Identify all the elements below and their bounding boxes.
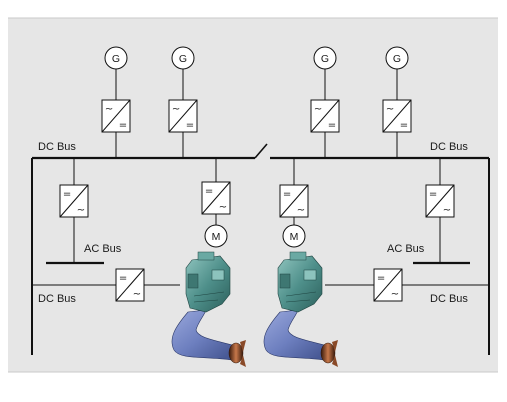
inverter-thruster-right (373, 268, 403, 302)
dc-bus-top-right-label: DC Bus (430, 141, 468, 153)
dc-bus-top-left-label: DC Bus (38, 141, 76, 153)
rectifier-4 (382, 99, 412, 133)
generator-3-label: G (321, 53, 329, 65)
motor-2-label: M (290, 231, 299, 243)
ac-bus-left-label: AC Bus (84, 243, 122, 255)
inverter-motor-1 (201, 181, 231, 215)
ac-bus-right-label: AC Bus (387, 243, 425, 255)
motor-2: M (282, 224, 306, 248)
motor-1-label: M (212, 231, 221, 243)
motor-feeder-wires (215, 158, 295, 225)
generator-feeders (115, 69, 398, 158)
dc-bus-bottom-left-label: DC Bus (38, 293, 76, 305)
inverter-thruster-left (115, 268, 145, 302)
generator-4: G (385, 46, 409, 70)
diagram-panel (8, 18, 498, 372)
bus-tie-switch-icon (254, 143, 268, 159)
generator-3: G (313, 46, 337, 70)
rectifier-3 (310, 99, 340, 133)
rectifier-2 (168, 99, 198, 133)
inverter-motor-2 (279, 184, 309, 218)
generator-2: G (171, 46, 195, 70)
rectifier-1 (101, 99, 131, 133)
generator-1: G (104, 46, 128, 70)
generator-2-label: G (179, 53, 187, 65)
dc-bus-bottom-right-label: DC Bus (430, 293, 468, 305)
inverter-ac-bus-right (425, 184, 455, 218)
inverter-ac-bus-left (59, 184, 89, 218)
motor-1: M (204, 224, 228, 248)
generator-1-label: G (112, 53, 120, 65)
generator-4-label: G (393, 53, 401, 65)
ac-bus-feeder-wires (73, 158, 441, 263)
